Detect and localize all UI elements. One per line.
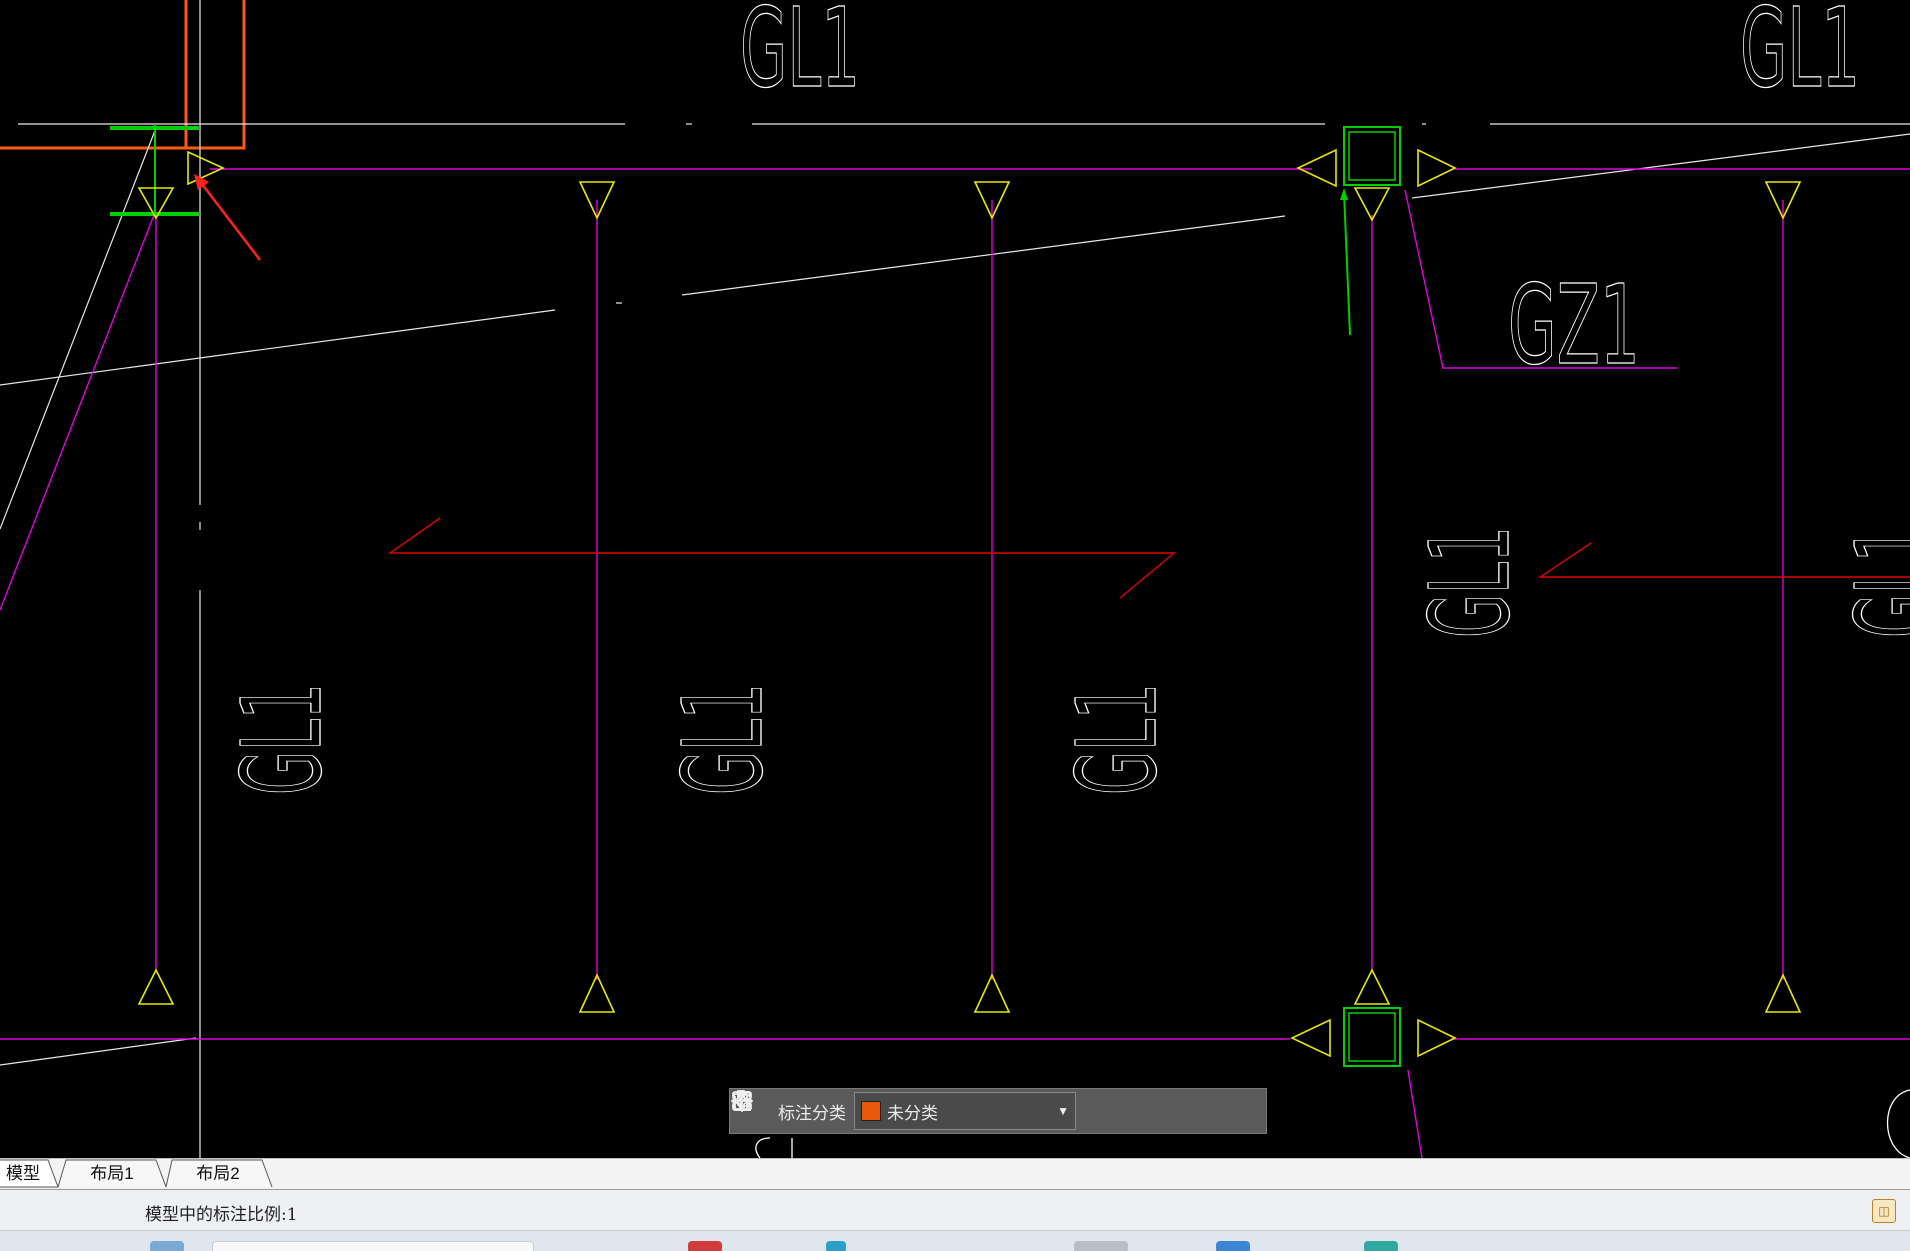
drawing-labels: GL1 GL1 GZ1 GL1 GL1 GL1 GL1 GL1 xyxy=(217,0,1910,796)
taskbar-item[interactable] xyxy=(688,1241,722,1251)
label-gl1-top-right: GL1 xyxy=(1740,0,1860,112)
tab-layout2[interactable]: 布局2 xyxy=(196,1164,240,1183)
paste-icon[interactable] xyxy=(733,1090,1246,1129)
category-color-swatch xyxy=(861,1101,881,1121)
label-gl1-v2: GL1 xyxy=(659,683,787,795)
status-bar: 模型中的标注比例:1 ◫ xyxy=(0,1190,1910,1231)
annotation-scale-icon[interactable]: ◫ xyxy=(1872,1199,1896,1223)
label-gl1-v5: GL1 xyxy=(1832,526,1910,638)
annotation-scale-status: 模型中的标注比例:1 xyxy=(145,1205,298,1225)
taskbar-item[interactable] xyxy=(1074,1241,1128,1251)
taskbar-item[interactable] xyxy=(150,1241,184,1251)
yellow-markers xyxy=(137,148,1802,1058)
white-lines xyxy=(0,0,1910,1158)
taskbar-item[interactable] xyxy=(826,1241,846,1251)
taskbar xyxy=(0,1231,1910,1251)
taskbar-item[interactable] xyxy=(1364,1241,1398,1251)
magenta-lines xyxy=(0,168,1910,1158)
orange-rect xyxy=(0,0,246,150)
taskbar-item[interactable] xyxy=(1216,1241,1250,1251)
chevron-down-icon: ▼ xyxy=(1057,1104,1069,1118)
move-icon[interactable] xyxy=(730,1089,1166,1129)
drawing-canvas[interactable]: GL1 GL1 GZ1 GL1 GL1 GL1 GL1 GL1 标注分类 xyxy=(0,0,1910,1158)
label-gl1-v1: GL1 xyxy=(218,683,346,795)
drawing-svg[interactable]: GL1 GL1 GZ1 GL1 GL1 GL1 GL1 GL1 xyxy=(0,0,1910,1158)
category-value: 未分类 xyxy=(887,1103,938,1123)
label-gl1-top-left: GL1 xyxy=(740,0,860,112)
layout-tabs: 模型 布局1 布局2 xyxy=(0,1158,1910,1190)
label-fragment-right xyxy=(1887,1089,1910,1158)
red-arrow xyxy=(194,174,261,261)
label-fragment xyxy=(755,1137,793,1158)
taskbar-search[interactable] xyxy=(212,1241,534,1251)
annotation-toolbar: 标注分类 未分类 ▼ xyxy=(729,1088,1267,1134)
green-markers xyxy=(110,124,1401,1067)
label-gl1-v4: GL1 xyxy=(1406,526,1534,638)
category-select[interactable]: 未分类 ▼ xyxy=(854,1092,1076,1130)
edit-icon[interactable] xyxy=(733,1090,1126,1129)
tab-outline xyxy=(0,1159,273,1188)
copy-icon[interactable] xyxy=(734,1091,1206,1129)
label-gz1: GZ1 xyxy=(1508,261,1640,389)
tab-model[interactable]: 模型 xyxy=(6,1164,40,1183)
red-lines xyxy=(387,517,1910,599)
label-gl1-v3: GL1 xyxy=(1053,683,1181,795)
category-label: 标注分类 xyxy=(778,1103,846,1123)
tab-layout1[interactable]: 布局1 xyxy=(90,1164,134,1183)
